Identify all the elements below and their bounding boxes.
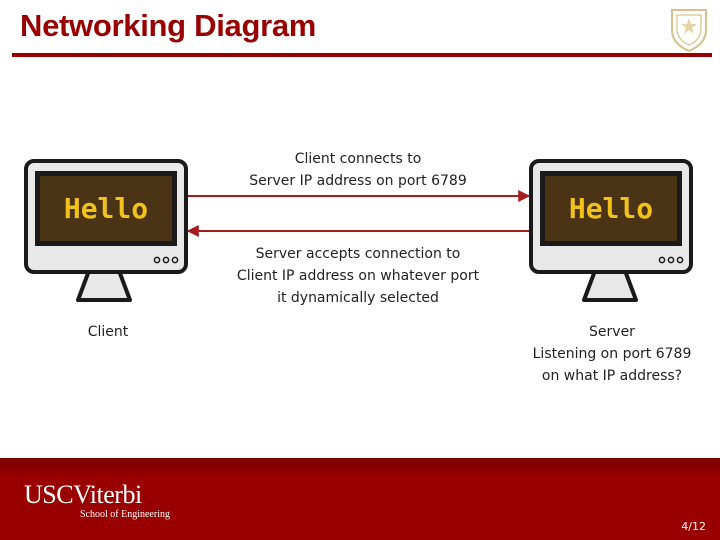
connect-label-line: Client connects to bbox=[294, 151, 422, 167]
connect-label-line: Server IP address on port 6789 bbox=[249, 173, 467, 189]
usc-seal-icon bbox=[671, 9, 707, 52]
page-number: 4/12 bbox=[681, 520, 706, 533]
accept-label-line: it dynamically selected bbox=[277, 290, 439, 306]
connect-label: Client connects to Server IP address on … bbox=[218, 148, 498, 192]
server-label: Server Listening on port 6789 on what IP… bbox=[512, 321, 712, 387]
server-screen-text: Hello bbox=[569, 192, 653, 225]
client-screen-text: Hello bbox=[64, 192, 148, 225]
client-monitor-icon: Hello bbox=[24, 159, 188, 302]
accept-label-line: Server accepts connection to bbox=[255, 246, 461, 262]
logo-viterbi-text: Viterbi bbox=[73, 480, 142, 509]
slide-title: Networking Diagram bbox=[20, 8, 317, 43]
accept-label: Server accepts connection to Client IP a… bbox=[208, 243, 508, 309]
client-label: Client bbox=[58, 321, 158, 343]
title-underline bbox=[12, 53, 712, 57]
logo-usc-text: USC bbox=[24, 480, 74, 509]
server-label-line: on what IP address? bbox=[541, 368, 683, 384]
client-label-line: Client bbox=[87, 324, 129, 340]
footer-bar: USCViterbi School of Engineering 4/12 bbox=[0, 458, 720, 540]
server-label-line: Server bbox=[589, 324, 635, 340]
server-monitor-icon: Hello bbox=[529, 159, 693, 302]
accept-label-line: Client IP address on whatever port bbox=[236, 268, 480, 284]
logo-subtitle: School of Engineering bbox=[80, 509, 170, 520]
usc-viterbi-logo: USCViterbi bbox=[24, 480, 142, 510]
server-label-line: Listening on port 6789 bbox=[532, 346, 692, 362]
